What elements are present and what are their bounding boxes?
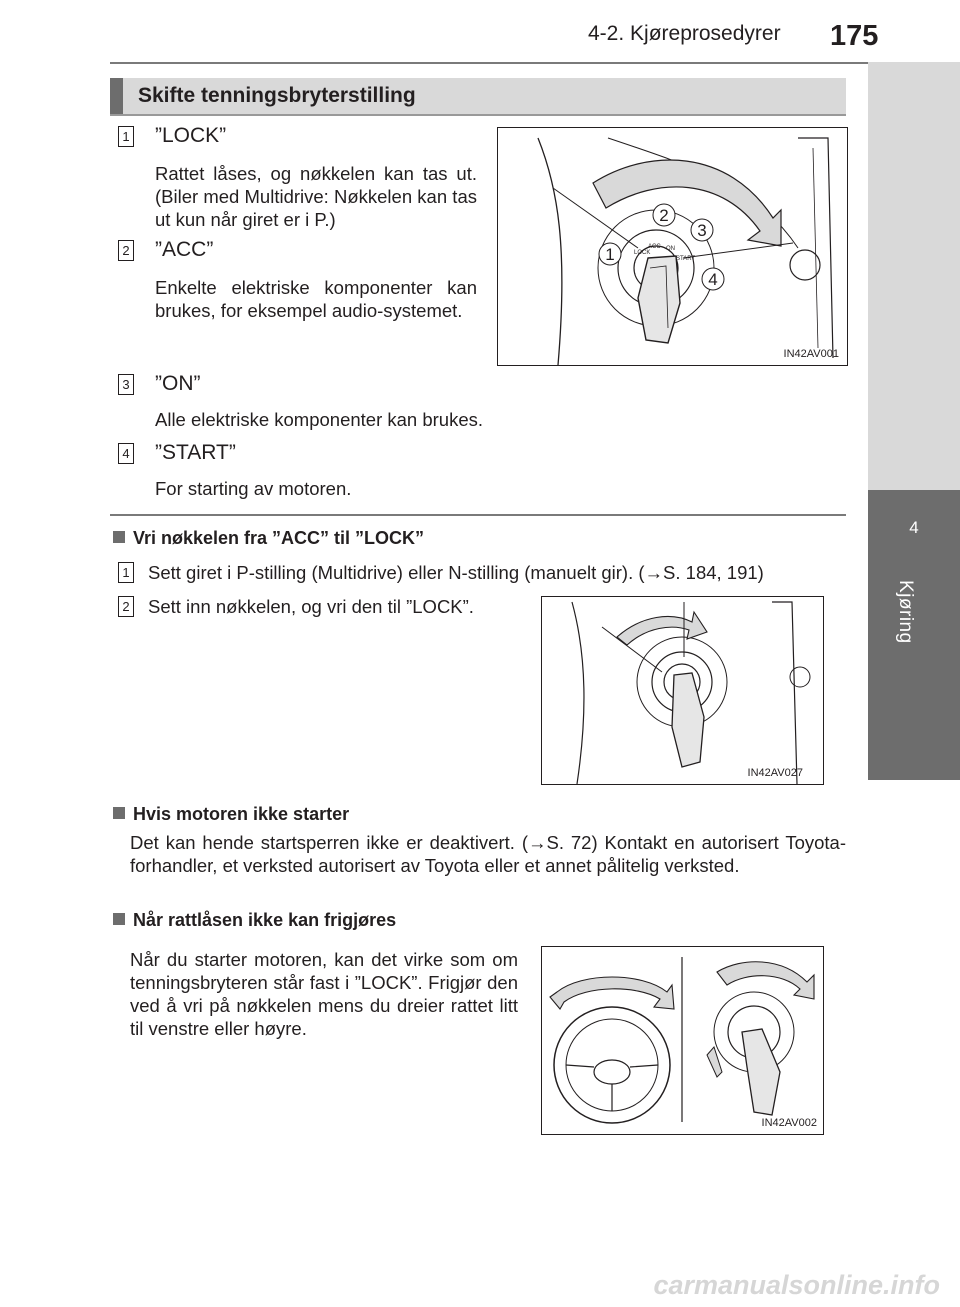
- steering-wheel-key-illustration: [549, 957, 815, 1124]
- engine-not-start-text: Det kan hende startsperren ikke er deakt…: [130, 832, 846, 876]
- header-section-title: 4-2. Kjøreprosedyrer: [588, 22, 781, 45]
- page-number: 175: [830, 20, 879, 52]
- section-title-accent: [110, 78, 123, 114]
- step-text-2: Sett inn nøkkelen, og vri den til ”LOCK”…: [148, 596, 474, 617]
- subheading-steering-lock: Når rattlåsen ikke kan frigjøres: [113, 910, 396, 931]
- position-number-4: 4: [118, 443, 134, 464]
- section-divider: [110, 514, 846, 516]
- steering-lock-text: Når du starter motoren, kan det virke so…: [130, 949, 518, 1039]
- position-number-3: 3: [118, 374, 134, 395]
- figure-steering-lock-release: IN42AV002: [541, 946, 824, 1135]
- step-number-2: 2: [118, 596, 134, 617]
- square-bullet-icon: [113, 531, 125, 543]
- callout-4: 4: [708, 270, 717, 289]
- position-title-lock: ”LOCK”: [155, 124, 227, 147]
- switch-label-start: START: [676, 256, 695, 262]
- position-number-1: 1: [118, 126, 134, 147]
- figure-code-3: IN42AV002: [761, 1117, 817, 1129]
- switch-label-lock: LOCK: [634, 250, 650, 256]
- subheading-steering-lock-text: Når rattlåsen ikke kan frigjøres: [133, 910, 397, 930]
- section-title: Skifte tenningsbryterstilling: [138, 84, 416, 107]
- subheading-engine-not-start: Hvis motoren ikke starter: [113, 804, 349, 825]
- position-title-start: ”START”: [155, 441, 236, 464]
- ignition-switch-illustration: LOCK ACC ON START 1 2 3 4: [537, 137, 834, 365]
- switch-label-acc: ACC: [648, 244, 661, 250]
- figure-turn-to-lock: IN42AV027: [541, 596, 824, 785]
- subheading-acc-to-lock: Vri nøkkelen fra ”ACC” til ”LOCK”: [113, 528, 424, 549]
- figure-code-2: IN42AV027: [747, 767, 803, 779]
- figure-ignition-positions: LOCK ACC ON START 1 2 3 4 IN42AV001: [497, 127, 848, 366]
- position-text-lock: Rattet låses, og nøkkelen kan tas ut. (B…: [155, 163, 477, 230]
- side-tab-chapter-label: Kjøring: [895, 580, 916, 644]
- position-number-2: 2: [118, 240, 134, 261]
- callout-2: 2: [659, 206, 668, 225]
- switch-label-on: ON: [666, 246, 675, 252]
- subheading-engine-not-start-text: Hvis motoren ikke starter: [133, 804, 350, 824]
- position-text-start: For starting av motoren.: [155, 478, 352, 499]
- side-tab-light: [868, 62, 960, 490]
- figure-code-1: IN42AV001: [783, 348, 839, 360]
- callout-3: 3: [697, 221, 706, 240]
- position-title-acc: ”ACC”: [155, 238, 214, 261]
- callout-1: 1: [605, 245, 614, 264]
- position-text-on: Alle elektriske komponenter kan brukes.: [155, 409, 484, 430]
- square-bullet-icon: [113, 913, 125, 925]
- position-text-acc: Enkelte elektriske komponenter kan bruke…: [155, 277, 477, 321]
- step-number-1: 1: [118, 562, 134, 583]
- square-bullet-icon: [113, 807, 125, 819]
- key-turn-illustration: [571, 601, 811, 784]
- section-title-bar: Skifte tenningsbryterstilling: [110, 78, 846, 116]
- side-tab-chapter-number: 4: [909, 518, 919, 537]
- position-title-on: ”ON”: [155, 372, 201, 395]
- site-watermark: carmanualsonline.info: [653, 1270, 940, 1300]
- subheading-acc-to-lock-text: Vri nøkkelen fra ”ACC” til ”LOCK”: [133, 528, 425, 548]
- header-divider: [110, 62, 960, 64]
- side-tab-dark: [868, 490, 960, 780]
- step-text-1: Sett giret i P-stilling (Multidrive) ell…: [148, 562, 764, 583]
